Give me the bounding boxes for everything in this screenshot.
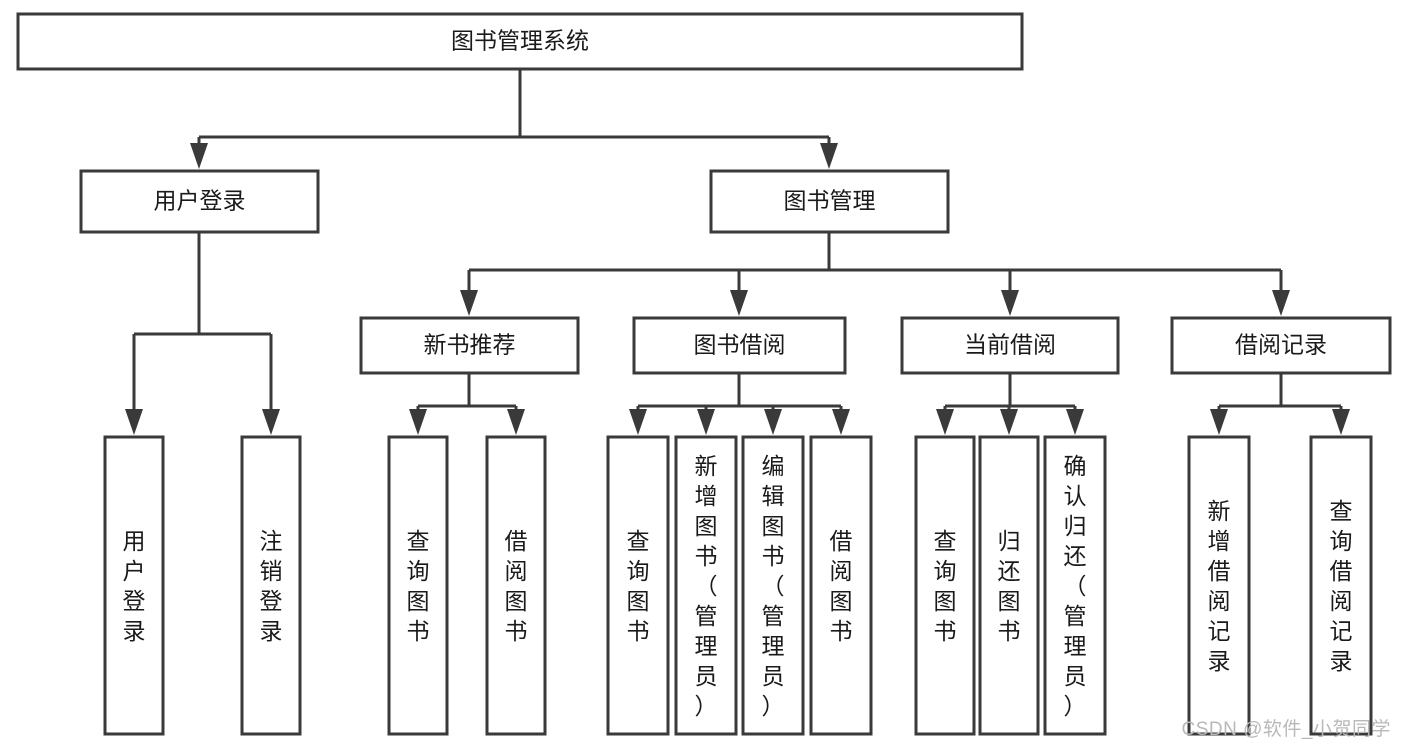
- node-leaf-user-logout[interactable]: 注销登录: [240, 435, 302, 736]
- node-label-current: 当前借阅: [964, 332, 1056, 358]
- node-box-leaf-re-add[interactable]: [1187, 435, 1251, 736]
- node-label-newbook: 新书推荐: [424, 332, 516, 358]
- connector-arrowhead: [1000, 409, 1018, 435]
- node-current[interactable]: 当前借阅: [900, 316, 1120, 375]
- node-box-root[interactable]: [16, 12, 1024, 71]
- connector-root: [190, 69, 838, 169]
- connector-arrowhead: [832, 409, 850, 435]
- node-label-leaf-cu-return: 归还图书: [998, 528, 1021, 644]
- connector-arrowhead: [1001, 290, 1019, 316]
- nodes-layer: 图书管理系统用户登录图书管理新书推荐图书借阅当前借阅借阅记录用户登录注销登录查询…: [16, 12, 1392, 736]
- node-box-leaf-bo-edit[interactable]: [741, 435, 805, 736]
- connector-arrowhead: [190, 143, 208, 169]
- node-label-bookmgmt: 图书管理: [784, 188, 876, 214]
- connector-arrowhead: [262, 409, 280, 435]
- connector-arrowhead: [125, 409, 143, 435]
- node-label-leaf-cu-query: 查询图书: [934, 528, 957, 644]
- connector-bookmgmt: [460, 232, 1290, 316]
- connector-arrowhead: [936, 409, 954, 435]
- node-leaf-cu-return[interactable]: 归还图书: [978, 435, 1040, 736]
- connector-borrow: [629, 373, 850, 435]
- node-leaf-re-query[interactable]: 查询借阅记录: [1309, 435, 1373, 736]
- node-label-login: 用户登录: [154, 188, 246, 214]
- connector-arrowhead: [730, 290, 748, 316]
- node-newbook[interactable]: 新书推荐: [359, 316, 580, 375]
- connector-arrowhead: [629, 409, 647, 435]
- connector-arrowhead: [697, 409, 715, 435]
- node-box-login[interactable]: [79, 169, 320, 234]
- connector-arrowhead: [1272, 290, 1290, 316]
- node-box-newbook[interactable]: [359, 316, 580, 375]
- node-leaf-bo-edit[interactable]: 编辑图书（管理员）: [741, 435, 805, 736]
- node-box-leaf-cu-return[interactable]: [978, 435, 1040, 736]
- node-record[interactable]: 借阅记录: [1170, 316, 1392, 375]
- node-label-leaf-bo-borrow: 借阅图书: [830, 528, 853, 644]
- node-box-leaf-nb-borrow[interactable]: [485, 435, 547, 736]
- node-label-leaf-nb-query: 查询图书: [407, 528, 430, 644]
- node-leaf-re-add[interactable]: 新增借阅记录: [1187, 435, 1251, 736]
- node-box-current[interactable]: [900, 316, 1120, 375]
- connector-arrowhead: [1210, 409, 1228, 435]
- node-bookmgmt[interactable]: 图书管理: [709, 169, 950, 234]
- node-label-leaf-user-login: 用户登录: [123, 528, 146, 644]
- node-box-leaf-user-logout[interactable]: [240, 435, 302, 736]
- node-label-leaf-user-logout: 注销登录: [260, 528, 283, 644]
- connector-login: [125, 232, 280, 435]
- node-leaf-nb-query[interactable]: 查询图书: [387, 435, 449, 736]
- node-label-leaf-re-query: 查询借阅记录: [1330, 498, 1353, 674]
- node-box-record[interactable]: [1170, 316, 1392, 375]
- node-borrow[interactable]: 图书借阅: [632, 316, 847, 375]
- connector-arrowhead: [1066, 409, 1084, 435]
- connector-current: [936, 373, 1084, 435]
- connector-arrowhead: [507, 409, 525, 435]
- node-leaf-cu-query[interactable]: 查询图书: [914, 435, 976, 736]
- node-box-leaf-bo-add[interactable]: [674, 435, 738, 736]
- node-box-leaf-nb-query[interactable]: [387, 435, 449, 736]
- connector-newbook: [409, 373, 525, 435]
- connector-arrowhead: [460, 290, 478, 316]
- connector-arrowhead: [820, 143, 838, 169]
- node-label-borrow: 图书借阅: [694, 332, 786, 358]
- node-root[interactable]: 图书管理系统: [16, 12, 1024, 71]
- node-leaf-cu-confirm[interactable]: 确认归还（管理员）: [1043, 435, 1107, 736]
- node-box-bookmgmt[interactable]: [709, 169, 950, 234]
- node-leaf-user-login[interactable]: 用户登录: [103, 435, 165, 736]
- node-box-leaf-re-query[interactable]: [1309, 435, 1373, 736]
- connector-arrowhead: [764, 409, 782, 435]
- connector-arrowhead: [409, 409, 427, 435]
- node-label-leaf-bo-query: 查询图书: [627, 528, 650, 644]
- node-box-borrow[interactable]: [632, 316, 847, 375]
- node-label-leaf-nb-borrow: 借阅图书: [505, 528, 528, 644]
- node-label-root: 图书管理系统: [451, 28, 589, 54]
- node-label-leaf-bo-add: 新增图书（管理员）: [695, 453, 718, 719]
- node-label-leaf-re-add: 新增借阅记录: [1208, 498, 1231, 674]
- node-label-leaf-cu-confirm: 确认归还（管理员）: [1064, 453, 1087, 719]
- connector-record: [1210, 373, 1350, 435]
- node-box-leaf-user-login[interactable]: [103, 435, 165, 736]
- node-login[interactable]: 用户登录: [79, 169, 320, 234]
- node-box-leaf-bo-borrow[interactable]: [809, 435, 873, 736]
- node-leaf-bo-query[interactable]: 查询图书: [606, 435, 670, 736]
- node-box-leaf-cu-confirm[interactable]: [1043, 435, 1107, 736]
- node-label-record: 借阅记录: [1235, 332, 1327, 358]
- node-leaf-bo-add[interactable]: 新增图书（管理员）: [674, 435, 738, 736]
- node-leaf-bo-borrow[interactable]: 借阅图书: [809, 435, 873, 736]
- connectors-layer: [125, 69, 1350, 435]
- node-leaf-nb-borrow[interactable]: 借阅图书: [485, 435, 547, 736]
- node-box-leaf-bo-query[interactable]: [606, 435, 670, 736]
- node-label-leaf-bo-edit: 编辑图书（管理员）: [762, 453, 785, 719]
- node-box-leaf-cu-query[interactable]: [914, 435, 976, 736]
- connector-arrowhead: [1332, 409, 1350, 435]
